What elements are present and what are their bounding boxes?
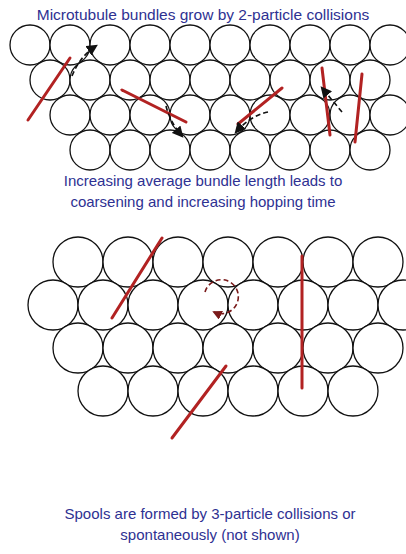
particle [328, 366, 378, 416]
motion-arrow [72, 46, 342, 136]
particle [270, 130, 310, 170]
particle [190, 130, 230, 170]
particle [250, 25, 290, 65]
particle [28, 280, 78, 330]
microtubule-bundle [28, 58, 362, 438]
particle [290, 25, 330, 65]
caption-text: Spools are formed by 3-particle collisio… [45, 503, 375, 545]
particle [90, 25, 130, 65]
particle [330, 25, 370, 65]
particle [230, 60, 270, 100]
particle [50, 95, 90, 135]
particle [228, 366, 278, 416]
particle [128, 366, 178, 416]
particle [328, 280, 378, 330]
particle [290, 95, 330, 135]
particle [190, 60, 230, 100]
note-text: Increasing average bundle length leads t… [30, 170, 376, 212]
particle [103, 323, 153, 373]
particle [353, 323, 403, 373]
particle [370, 95, 406, 135]
particle [153, 323, 203, 373]
particle [178, 280, 228, 330]
particle [353, 237, 403, 287]
particle-grid [28, 237, 406, 416]
particle [378, 280, 406, 330]
particle [350, 60, 390, 100]
particle [170, 25, 210, 65]
particle [310, 60, 350, 100]
particle [53, 323, 103, 373]
particle [210, 25, 250, 65]
particle [130, 25, 170, 65]
particle [150, 60, 190, 100]
diagram-title: Microtubule bundles grow by 2-particle c… [2, 4, 404, 25]
particle [53, 237, 103, 287]
particle [203, 237, 253, 287]
particle [110, 130, 150, 170]
particle [10, 25, 50, 65]
particle-grid [10, 25, 406, 170]
particle [203, 323, 253, 373]
particle [303, 323, 353, 373]
particle [78, 366, 128, 416]
particle [150, 130, 190, 170]
particle [130, 95, 170, 135]
particle [303, 237, 353, 287]
particle [250, 95, 290, 135]
particle [370, 25, 406, 65]
particle [253, 237, 303, 287]
particle [330, 95, 370, 135]
particle [90, 95, 130, 135]
particle [210, 95, 250, 135]
particle [253, 323, 303, 373]
particle [153, 237, 203, 287]
particle [70, 130, 110, 170]
particle [230, 130, 270, 170]
particle [128, 280, 178, 330]
rotation-arrow [205, 280, 238, 314]
